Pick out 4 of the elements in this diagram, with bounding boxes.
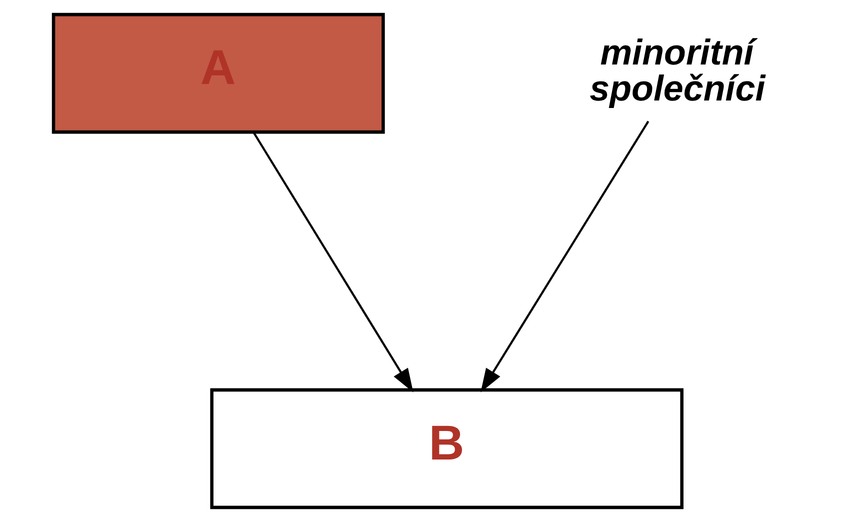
node-box: B (210, 388, 684, 510)
arrow (252, 132, 414, 392)
node-text: minoritní společníci (590, 32, 766, 108)
arrow (480, 120, 650, 392)
